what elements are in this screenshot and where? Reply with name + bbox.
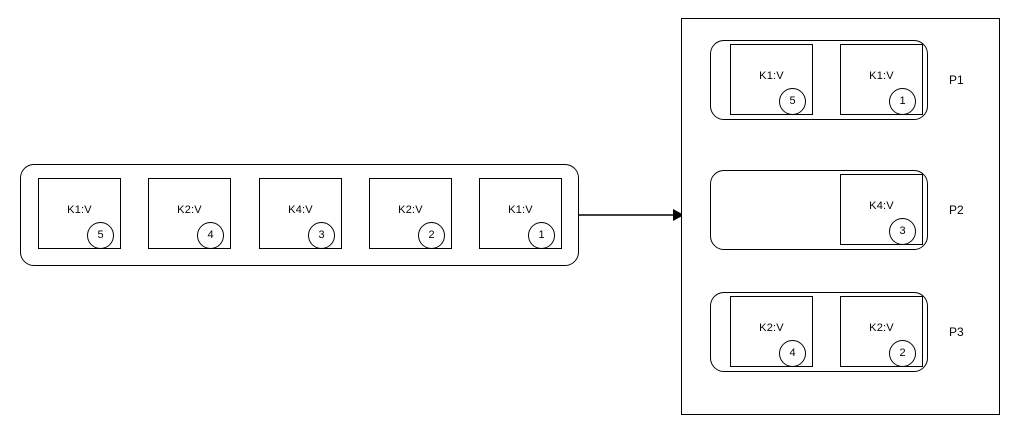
record-sequence-badge: 4 — [197, 222, 224, 249]
record-key-value: K4:V — [869, 200, 894, 212]
partition-label-p3: P3 — [949, 325, 964, 339]
record-sequence-badge: 5 — [87, 222, 114, 249]
record-key-value: K2:V — [759, 322, 784, 334]
record-key-value: K1:V — [759, 70, 784, 82]
record-key-value: K2:V — [177, 204, 202, 216]
stream-record-3[interactable]: K4:V 3 — [259, 178, 342, 249]
record-key-value: K4:V — [288, 204, 313, 216]
record-key-value: K2:V — [869, 322, 894, 334]
stream-record-5[interactable]: K1:V 1 — [479, 178, 562, 249]
record-sequence-badge: 4 — [779, 340, 806, 367]
record-key-value: K1:V — [508, 204, 533, 216]
record-sequence-badge: 5 — [779, 88, 806, 115]
record-sequence-badge: 2 — [418, 222, 445, 249]
stream-record-1[interactable]: K1:V 5 — [38, 178, 121, 249]
record-key-value: K1:V — [869, 70, 894, 82]
record-sequence-badge: 2 — [889, 340, 916, 367]
partition-p2-slot-2[interactable]: K4:V 3 — [840, 174, 923, 245]
partition-label-p2: P2 — [949, 203, 964, 217]
partition-p3-slot-1[interactable]: K2:V 4 — [730, 296, 813, 367]
partition-p1-slot-2[interactable]: K1:V 1 — [840, 44, 923, 115]
record-sequence-badge: 3 — [308, 222, 335, 249]
stream-record-2[interactable]: K2:V 4 — [148, 178, 231, 249]
partition-p1-slot-1[interactable]: K1:V 5 — [730, 44, 813, 115]
stream-to-partitions-arrow — [578, 209, 684, 221]
stream-record-4[interactable]: K2:V 2 — [369, 178, 452, 249]
partition-label-p1: P1 — [949, 73, 964, 87]
partition-p3-slot-2[interactable]: K2:V 2 — [840, 296, 923, 367]
record-sequence-badge: 1 — [528, 222, 555, 249]
record-sequence-badge: 3 — [889, 218, 916, 245]
record-sequence-badge: 1 — [889, 88, 916, 115]
record-key-value: K2:V — [398, 204, 423, 216]
record-key-value: K1:V — [67, 204, 92, 216]
